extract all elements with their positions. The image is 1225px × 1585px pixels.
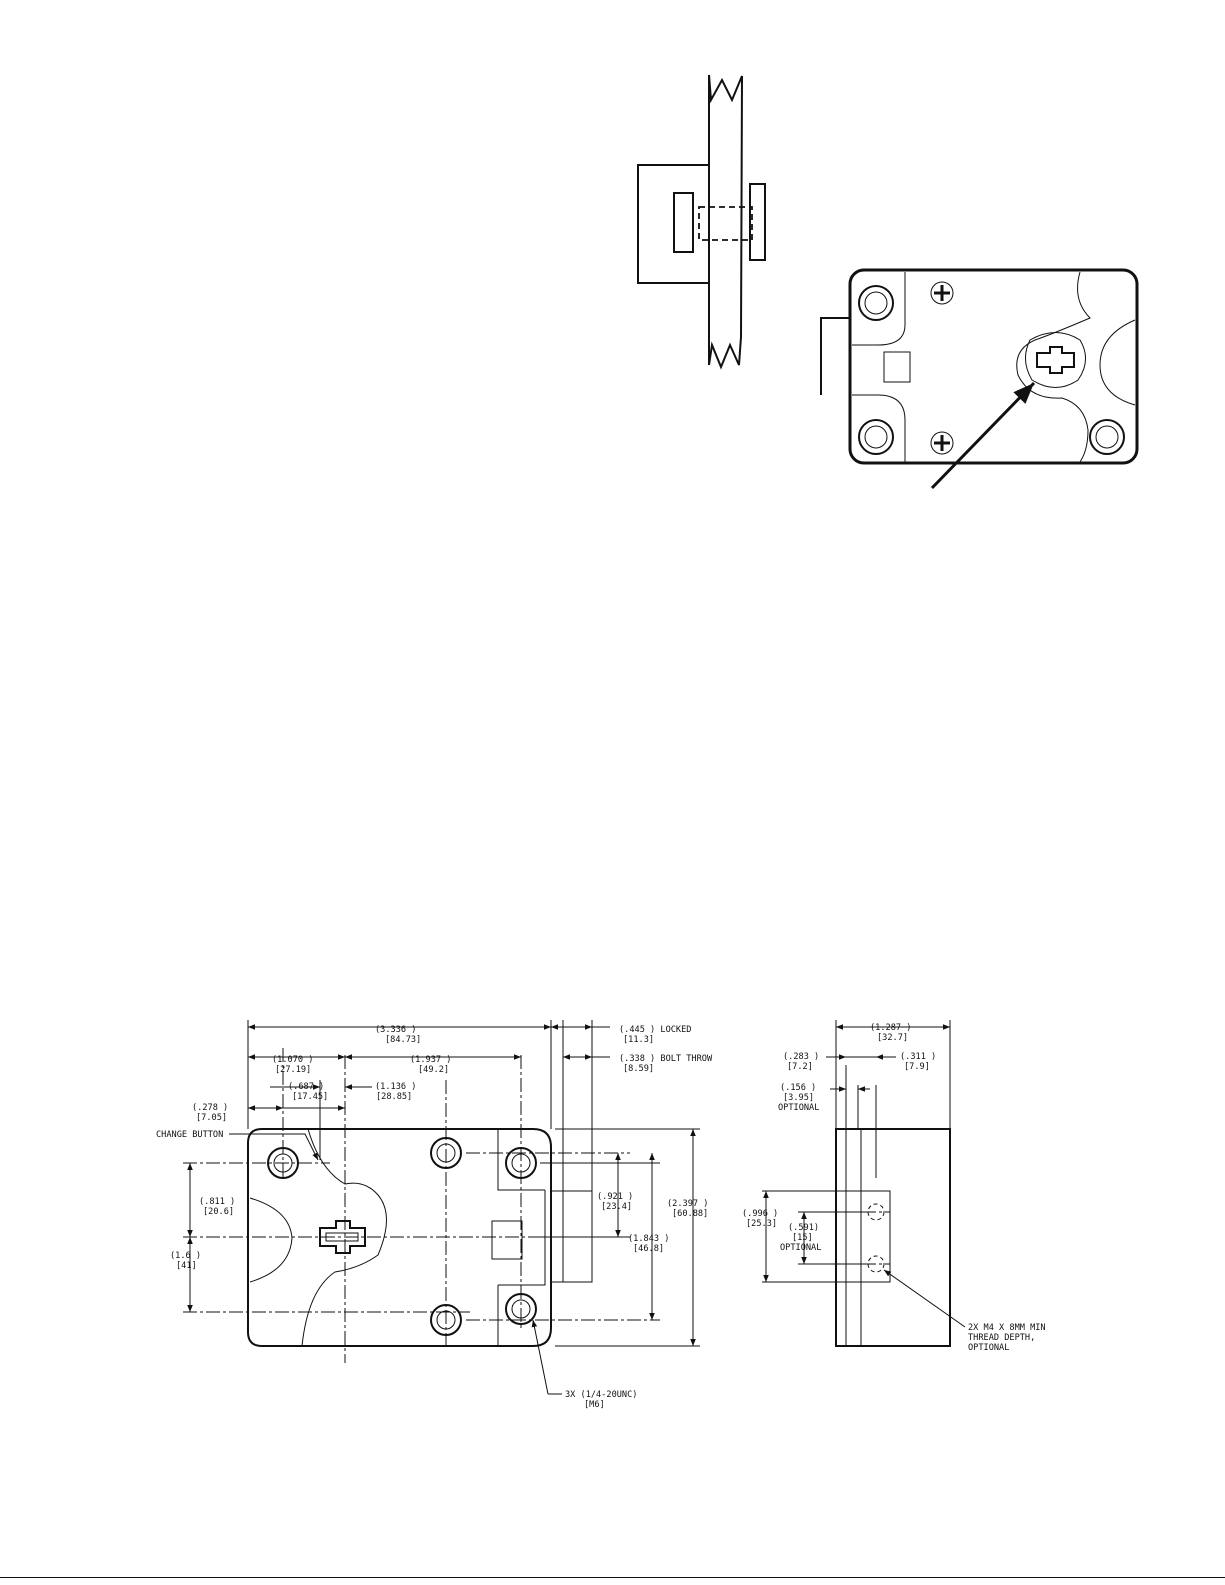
dimension-labels: (3.336 )[84.73] (.445 ) LOCKED[11.3] (.3… <box>170 1023 936 1271</box>
mount-hole-bottom-left <box>858 419 894 455</box>
dim-1070: (1.070 )[27.19] <box>272 1055 313 1075</box>
dim-2397: (2.397 )[60.88] <box>667 1199 708 1219</box>
screw-bottom <box>930 431 954 455</box>
lock-face-figure <box>820 268 1139 490</box>
mount-holes-label: 3X (1/4-20UNC)[M6] <box>565 1390 637 1410</box>
lock-body-section <box>637 164 710 284</box>
screw-top <box>930 281 954 305</box>
door-section-figure <box>637 74 766 370</box>
dim-311: (.311 )[7.9] <box>900 1052 936 1072</box>
dim-278: (.278 )[7.05] <box>192 1103 228 1123</box>
dim-283: (.283 )[7.2] <box>783 1052 819 1072</box>
side-hole-upper <box>862 1203 890 1221</box>
bolt-square <box>883 351 911 383</box>
bolt-slot-section <box>673 192 694 253</box>
dim-687: (.687 )[17.45] <box>288 1082 328 1102</box>
case-inner-left <box>301 1128 387 1347</box>
spindle-keyway <box>1036 346 1075 374</box>
case-arc-left <box>249 1197 293 1283</box>
case-arc-right <box>1099 319 1136 406</box>
dial-spindle-section <box>698 206 753 241</box>
side-boss <box>860 1190 891 1283</box>
case-contour-right <box>1016 271 1091 463</box>
dim-overall-width: (3.336 )[84.73] <box>375 1025 421 1045</box>
dim-591: (.591)[15]OPTIONAL <box>780 1223 821 1253</box>
dim-811: (.811 )[20.6] <box>199 1197 235 1217</box>
case-inner-right <box>497 1129 546 1346</box>
dial-ring-section <box>749 183 766 261</box>
mount-hole-right <box>1089 419 1125 455</box>
dim-996: (.996 )[25.3] <box>742 1209 778 1229</box>
spindle-front <box>319 1220 366 1254</box>
bolt-block <box>491 1220 523 1260</box>
lever-wire <box>820 317 850 395</box>
spindle-boss <box>1025 332 1086 388</box>
front-view-drawing <box>183 1020 700 1395</box>
door-panel-outline <box>708 74 743 370</box>
dim-1843: (1.843 )[46.8] <box>628 1234 669 1254</box>
case-outline <box>247 1128 552 1347</box>
case-curve-left-low <box>852 394 906 462</box>
mount-hole-top-left <box>858 285 894 321</box>
dim-921: (.921 )[23.4] <box>597 1192 633 1212</box>
side-outline <box>835 1128 951 1347</box>
case-curve-left <box>852 272 906 346</box>
spindle-arrow <box>930 381 1036 490</box>
side-view-drawing <box>762 1020 966 1347</box>
change-button-label: CHANGE BUTTON <box>156 1130 223 1140</box>
page-bottom-rule <box>0 1577 1225 1578</box>
side-hole-lower <box>862 1255 890 1273</box>
dim-bolt-throw: (.338 ) BOLT THROW[8.59] <box>619 1054 713 1074</box>
callout-labels: CHANGE BUTTON 3X (1/4-20UNC)[M6] 2X M4 X… <box>156 1130 1046 1410</box>
lock-face-outline <box>848 268 1139 465</box>
dim-1937: (1.937 )[49.2] <box>410 1055 451 1075</box>
dim-1136: (1.136 )[28.85] <box>375 1082 416 1102</box>
dim-156: (.156 )[3.95]OPTIONAL <box>778 1083 819 1113</box>
dim-locked: (.445 ) LOCKED[11.3] <box>619 1025 691 1045</box>
dim-1287: (1.287 )[32.7] <box>870 1023 911 1043</box>
dim-16: (1.6 )[41] <box>170 1251 201 1271</box>
